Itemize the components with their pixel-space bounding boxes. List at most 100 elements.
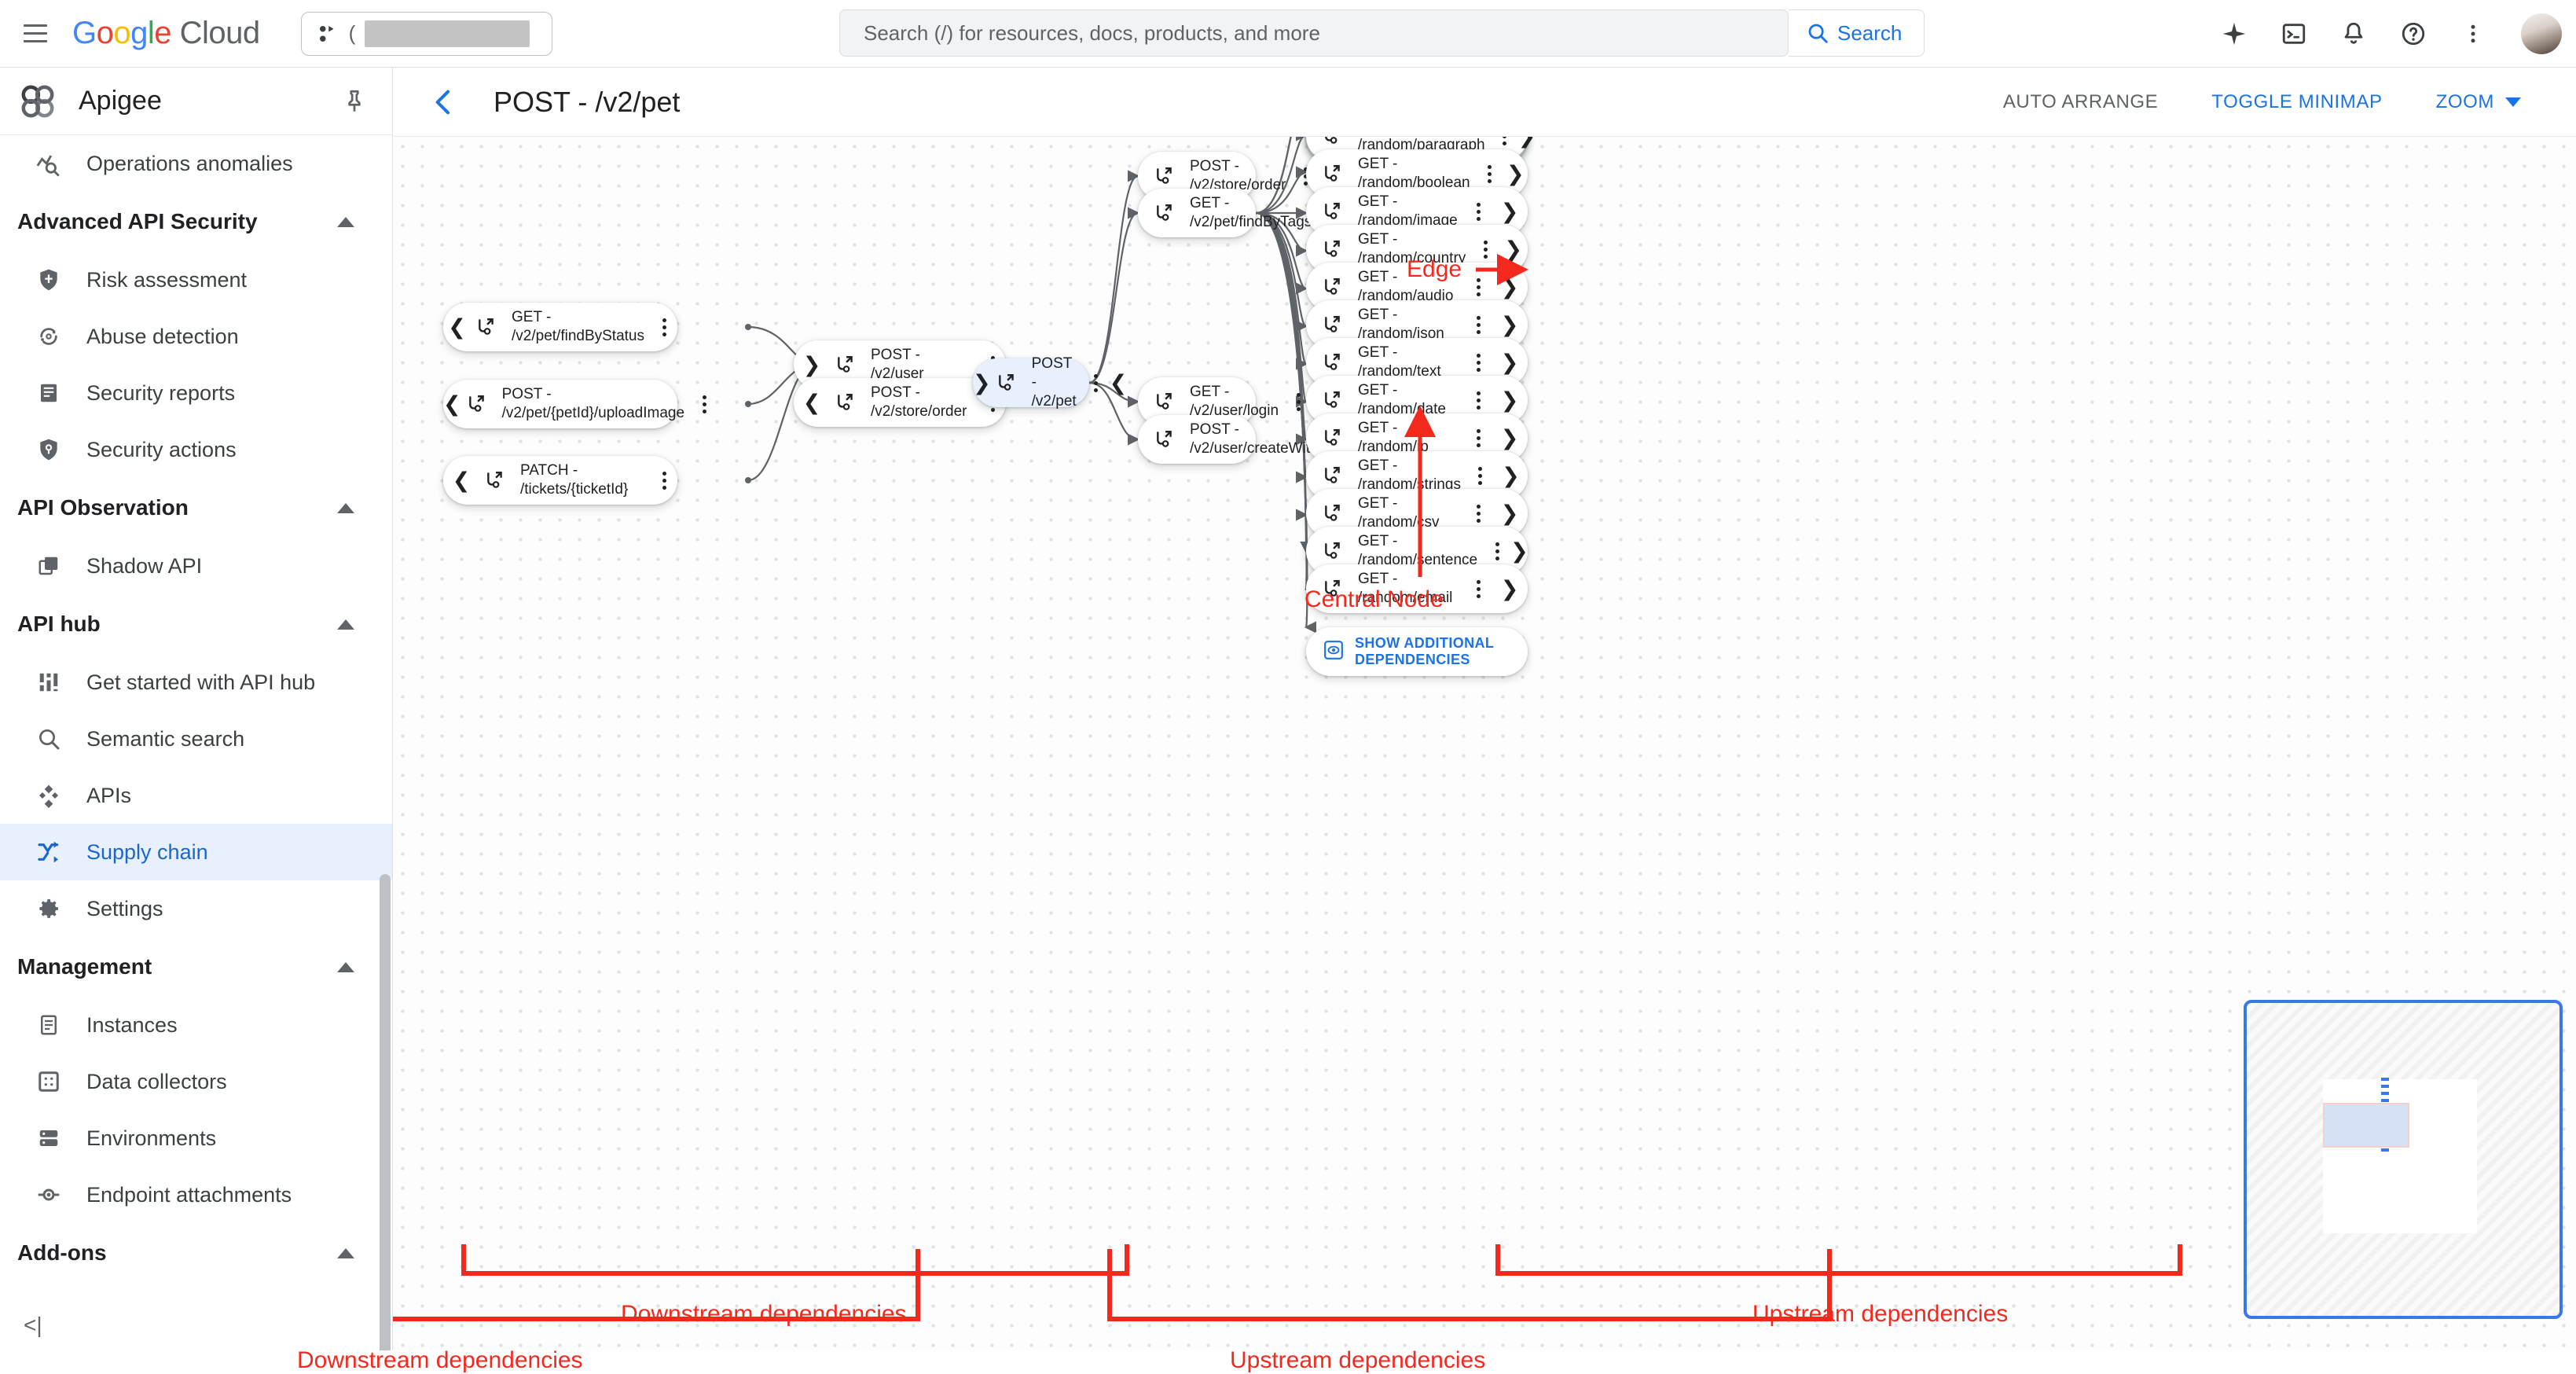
cloud-shell-icon[interactable] xyxy=(2277,17,2310,50)
more-vert-icon[interactable] xyxy=(651,471,677,490)
search-button[interactable]: Search xyxy=(1789,9,1925,57)
expand-right-icon[interactable]: ❯ xyxy=(1518,137,1536,149)
graph-node[interactable]: ❮ POST - /v2/pet/{petId}/uploadImage xyxy=(443,380,706,428)
expand-right-icon[interactable]: ❯ xyxy=(1504,237,1522,261)
search-input[interactable]: Search (/) for resources, docs, products… xyxy=(839,9,1789,57)
google-cloud-logo[interactable]: Google Cloud xyxy=(72,16,260,50)
expand-right-icon[interactable]: ❯ xyxy=(1500,501,1519,525)
sidebar-item-environments[interactable]: Environments xyxy=(0,1110,392,1166)
sidebar-item-security-reports[interactable]: Security reports xyxy=(0,365,392,421)
pin-icon[interactable] xyxy=(339,86,370,117)
more-vert-icon[interactable] xyxy=(691,395,717,413)
expand-left-icon[interactable]: ❮ xyxy=(452,468,471,492)
expand-right-icon[interactable]: ❯ xyxy=(973,370,991,395)
more-vert-icon[interactable] xyxy=(1465,504,1492,523)
more-vert-icon[interactable] xyxy=(1465,353,1492,372)
gemini-spark-icon[interactable] xyxy=(2218,17,2251,50)
more-vert-icon[interactable] xyxy=(1465,579,1492,598)
api-operation-icon xyxy=(1317,277,1349,297)
sidebar-item-instances[interactable]: Instances xyxy=(0,997,392,1053)
expand-right-icon[interactable]: ❯ xyxy=(1500,388,1519,412)
expand-left-icon[interactable]: ❮ xyxy=(802,390,821,414)
chevron-up-icon xyxy=(337,619,354,630)
sidebar-item-shadow-api[interactable]: Shadow API xyxy=(0,538,392,594)
product-name: Apigee xyxy=(79,86,162,116)
more-vert-icon[interactable] xyxy=(2457,17,2490,50)
expand-right-icon[interactable]: ❯ xyxy=(1500,576,1519,601)
sidebar-item-endpoint-attachments[interactable]: Endpoint attachments xyxy=(0,1166,392,1223)
show-additional-dependencies-label: SHOW ADDITIONAL DEPENDENCIES xyxy=(1355,635,1494,667)
more-vert-icon[interactable] xyxy=(651,318,677,336)
sidebar-item-security-actions[interactable]: Security actions xyxy=(0,421,392,478)
sidebar-item-semantic-search[interactable]: Semantic search xyxy=(0,711,392,767)
sidebar-item-get-started-with-api-hub[interactable]: Get started with API hub xyxy=(0,654,392,711)
graph-node[interactable]: GET - /v2/pet/findByTags ❮ xyxy=(1138,189,1363,237)
back-arrow-icon[interactable] xyxy=(426,84,462,120)
sidebar-item-settings[interactable]: Settings xyxy=(0,880,392,937)
supply-chain-graph-canvas[interactable]: ❮ GET - /v2/pet/findByStatus ❮ POST - /v… xyxy=(393,137,2576,1350)
sidebar-item-data-collectors[interactable]: Data collectors xyxy=(0,1053,392,1110)
graph-node[interactable]: POST - /v2/user/createWithList ❯ xyxy=(1138,415,1393,464)
sidebar-item-operations-anomalies[interactable]: Operations anomalies xyxy=(0,135,392,192)
project-selector[interactable]: ( xyxy=(300,11,552,56)
gear-icon xyxy=(35,895,63,923)
sidebar-item-label: Semantic search xyxy=(86,726,245,751)
more-vert-icon[interactable] xyxy=(1465,391,1492,410)
more-vert-icon[interactable] xyxy=(1465,315,1492,334)
expand-left-icon[interactable]: ❮ xyxy=(448,314,466,339)
auto-arrange-button[interactable]: AUTO ARRANGE xyxy=(2002,90,2159,112)
expand-right-icon[interactable]: ❯ xyxy=(802,352,821,377)
show-additional-dependencies-button[interactable]: SHOW ADDITIONAL DEPENDENCIES xyxy=(1306,627,1528,676)
more-vert-icon[interactable] xyxy=(1472,240,1499,259)
toggle-minimap-button[interactable]: TOGGLE MINIMAP xyxy=(2211,90,2383,112)
expand-right-icon[interactable]: ❯ xyxy=(1500,350,1519,374)
account-avatar[interactable] xyxy=(2521,13,2562,54)
api-operation-icon xyxy=(1317,579,1349,599)
graph-node[interactable]: ❮ GET - /v2/pet/findByStatus xyxy=(443,303,677,351)
notifications-bell-icon[interactable] xyxy=(2337,17,2370,50)
more-vert-icon[interactable] xyxy=(1465,428,1492,447)
collapse-sidebar-button[interactable]: <| xyxy=(24,1313,42,1337)
sidebar-group-api-observation[interactable]: API Observation xyxy=(0,478,392,538)
sidebar-item-risk-assessment[interactable]: Risk assessment xyxy=(0,252,392,308)
chevron-up-icon xyxy=(337,1247,354,1258)
more-vert-icon[interactable] xyxy=(1293,167,1319,186)
expand-right-icon[interactable]: ❯ xyxy=(1500,274,1519,299)
expand-right-icon[interactable]: ❯ xyxy=(1506,161,1525,186)
node-label: GET - /random/sentence xyxy=(1358,533,1478,568)
minimap-viewport[interactable] xyxy=(2323,1103,2409,1148)
help-icon[interactable] xyxy=(2397,17,2430,50)
more-vert-icon[interactable] xyxy=(1484,542,1510,560)
minimap[interactable] xyxy=(2244,1000,2563,1319)
expand-right-icon[interactable]: ❯ xyxy=(1500,425,1519,450)
hamburger-icon[interactable] xyxy=(17,16,53,52)
more-vert-icon[interactable] xyxy=(1477,164,1503,183)
more-vert-icon[interactable] xyxy=(1285,392,1312,411)
sidebar-group-management[interactable]: Management xyxy=(0,937,392,997)
more-vert-icon[interactable] xyxy=(1465,202,1492,221)
expand-left-icon[interactable]: ❮ xyxy=(443,391,461,416)
graph-node[interactable]: GET - /random/email❯ xyxy=(1306,564,1528,613)
sidebar-group-api-hub[interactable]: API hub xyxy=(0,594,392,654)
expand-right-icon[interactable]: ❯ xyxy=(1500,312,1519,336)
dashboard-icon xyxy=(35,668,63,696)
graph-node[interactable]: ❮ PATCH - /tickets/{ticketId} xyxy=(443,456,677,505)
sidebar-item-apis[interactable]: APIs xyxy=(0,767,392,824)
expand-left-icon[interactable]: ❮ xyxy=(1109,370,1128,395)
sidebar-item-abuse-detection[interactable]: Abuse detection xyxy=(0,308,392,365)
zoom-dropdown-button[interactable]: ZOOM xyxy=(2409,91,2548,113)
more-vert-icon[interactable] xyxy=(1492,137,1518,145)
anomaly-chart-icon xyxy=(35,149,63,178)
sidebar-item-supply-chain[interactable]: Supply chain xyxy=(0,824,392,880)
expand-right-icon[interactable]: ❯ xyxy=(1510,538,1528,563)
more-vert-icon[interactable] xyxy=(1465,277,1492,296)
sidebar-group-add-ons[interactable]: Add-ons xyxy=(0,1223,392,1283)
sidebar-scrollbar[interactable] xyxy=(380,874,391,1350)
sidebar-item-label: Get started with API hub xyxy=(86,670,316,694)
central-graph-node[interactable]: ❯ POST - /v2/pet ❮ xyxy=(973,355,1127,410)
sidebar-group-advanced-api-security[interactable]: Advanced API Security xyxy=(0,192,392,252)
expand-right-icon[interactable]: ❯ xyxy=(1502,463,1520,487)
expand-right-icon[interactable]: ❯ xyxy=(1500,199,1519,223)
more-vert-icon[interactable] xyxy=(1083,373,1110,392)
more-vert-icon[interactable] xyxy=(1467,466,1494,485)
